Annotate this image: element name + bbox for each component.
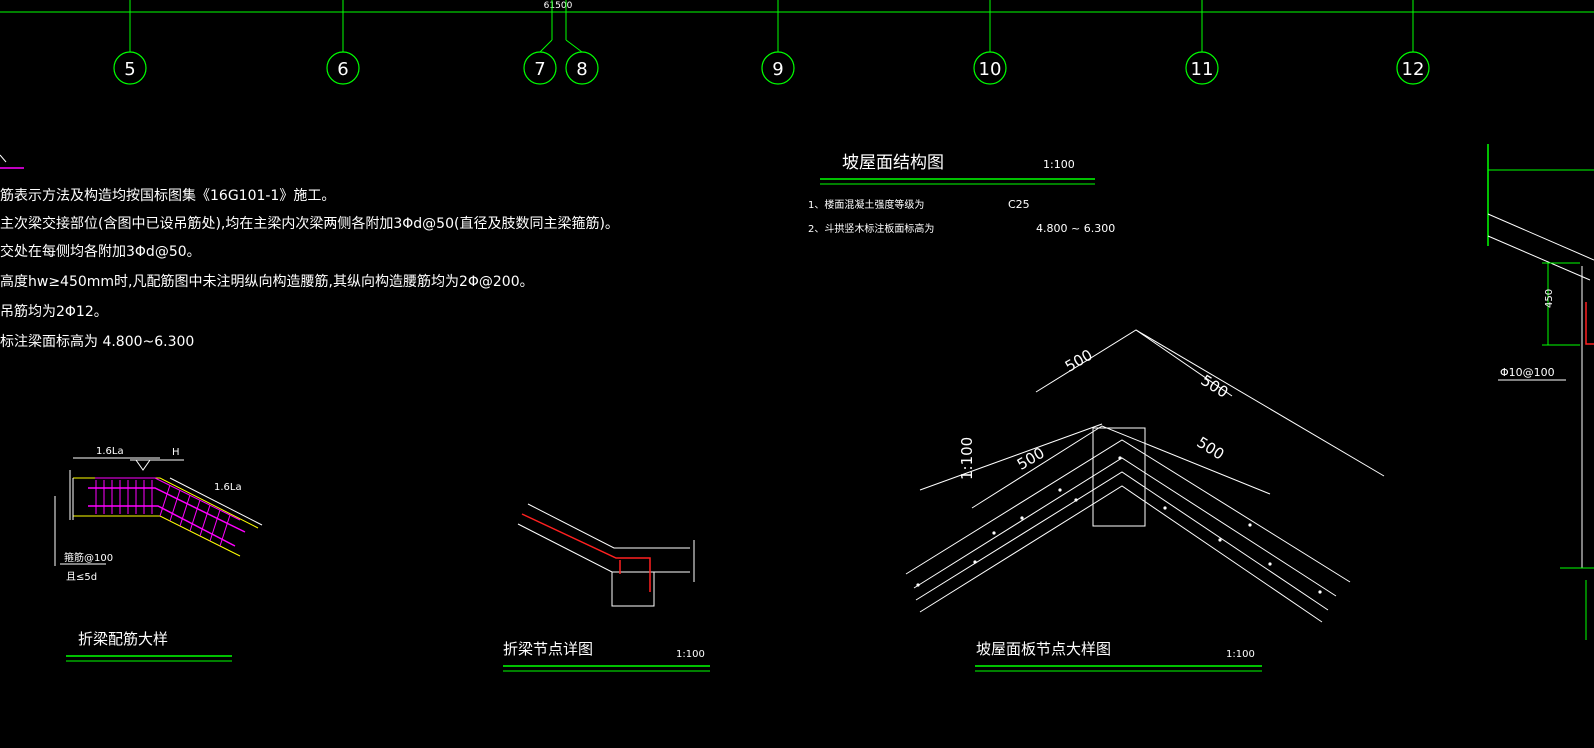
grid-axis-10: 10	[973, 0, 1007, 85]
roof-slab-dim-inner-right: 500	[1194, 433, 1228, 463]
top-dimension: 61500	[0, 1, 1594, 13]
roof-slab-scale: 1:100	[1226, 649, 1255, 660]
grid-axis-bubble	[326, 51, 360, 85]
grid-axis-bubble	[1185, 51, 1219, 85]
general-notes: 筋表示方法及构造均按国标图集《16G101-1》施工。 主次梁交接部位(含图中已…	[0, 154, 619, 350]
folded-beam-title: 折梁配筋大样	[78, 630, 168, 648]
note-line-6: 标注梁面标高为 4.800~6.300	[0, 333, 194, 350]
grid-axis-label: 9	[772, 59, 783, 80]
folded-beam-detail: 1.6La H 1.6La 箍筋@100 且≤5d 折梁配筋大样	[54, 446, 263, 662]
folded-beam-label-limit: 且≤5d	[66, 571, 97, 583]
grid-axis-bubble	[113, 51, 147, 85]
roof-slab-detail: 500 500 500 500 1:100 坡屋面板节点大样图 1:100	[905, 329, 1385, 672]
right-dim-vertical: 450	[1544, 289, 1555, 308]
grid-axis-bubble	[523, 51, 557, 85]
roof-slab-dim-outer-left: 500	[1062, 346, 1096, 376]
roof-plan-note-2-label: 2、斗拱竖木标注板面标高为	[808, 222, 934, 235]
right-section-detail: 450 Φ10@100	[1487, 144, 1594, 640]
grid-axes: 5 6 7 8 9 10 11 12	[113, 0, 1430, 85]
note-line-4: 高度hw≥450mm时,凡配筋图中未注明纵向构造腰筋,其纵向构造腰筋均为2Φ@2…	[0, 273, 534, 290]
roof-plan-note-1-label: 1、楼面混凝土强度等级为	[808, 198, 924, 211]
grid-axis-label: 6	[337, 59, 348, 80]
beam-node-scale: 1:100	[676, 649, 705, 660]
grid-axis-label: 5	[124, 59, 135, 80]
grid-axis-9: 9	[761, 0, 795, 85]
grid-axis-label: 11	[1191, 59, 1214, 80]
beam-node-detail: 折梁节点详图 1:100	[503, 503, 710, 672]
roof-slab-slope: 1:100	[958, 437, 976, 480]
grid-axis-bubble	[761, 51, 795, 85]
note-line-3: 交处在每侧均各附加3Φd@50。	[0, 243, 201, 260]
grid-axis-bubble	[1396, 51, 1430, 85]
grid-axis-11: 11	[1185, 0, 1219, 85]
roof-slab-dim-inner-left: 500	[1014, 444, 1048, 474]
grid-axis-7: 7	[523, 0, 557, 85]
roof-plan-note-1-value: C25	[1008, 198, 1030, 211]
top-dimension-text: 61500	[544, 1, 573, 11]
beam-node-title: 折梁节点详图	[503, 640, 593, 658]
grid-axis-12: 12	[1396, 0, 1430, 85]
note-line-1: 筋表示方法及构造均按国标图集《16G101-1》施工。	[0, 187, 335, 204]
grid-axis-label: 10	[979, 59, 1002, 80]
grid-axis-bubble	[565, 51, 599, 85]
note-line-5: 吊筋均为2Φ12。	[0, 303, 108, 320]
grid-axis-label: 12	[1402, 59, 1425, 80]
grid-axis-8: 8	[565, 0, 599, 85]
right-rebar-label: Φ10@100	[1500, 366, 1555, 379]
roof-slab-title: 坡屋面板节点大样图	[976, 640, 1111, 658]
grid-axis-5: 5	[113, 0, 147, 85]
roof-plan-title: 坡屋面结构图	[842, 153, 944, 173]
grid-axis-6: 6	[326, 0, 360, 85]
note-line-2: 主次梁交接部位(含图中已设吊筋处),均在主梁内次梁两侧各附加3Φd@50(直径及…	[0, 215, 619, 232]
grid-axis-label: 8	[576, 59, 587, 80]
folded-beam-label-stirrup: 箍筋@100	[64, 551, 113, 564]
folded-beam-label-right: 1.6La	[214, 482, 242, 493]
roof-plan-scale: 1:100	[1043, 158, 1075, 171]
folded-beam-label-h: H	[172, 447, 180, 458]
grid-axis-label: 7	[534, 59, 545, 80]
roof-plan-note-2-value: 4.800 ~ 6.300	[1036, 222, 1115, 235]
folded-beam-label-left: 1.6La	[96, 446, 124, 457]
roof-plan-title-block: 坡屋面结构图 1:100 1、楼面混凝土强度等级为 C25 2、斗拱竖木标注板面…	[808, 153, 1115, 235]
grid-axis-bubble	[973, 51, 1007, 85]
